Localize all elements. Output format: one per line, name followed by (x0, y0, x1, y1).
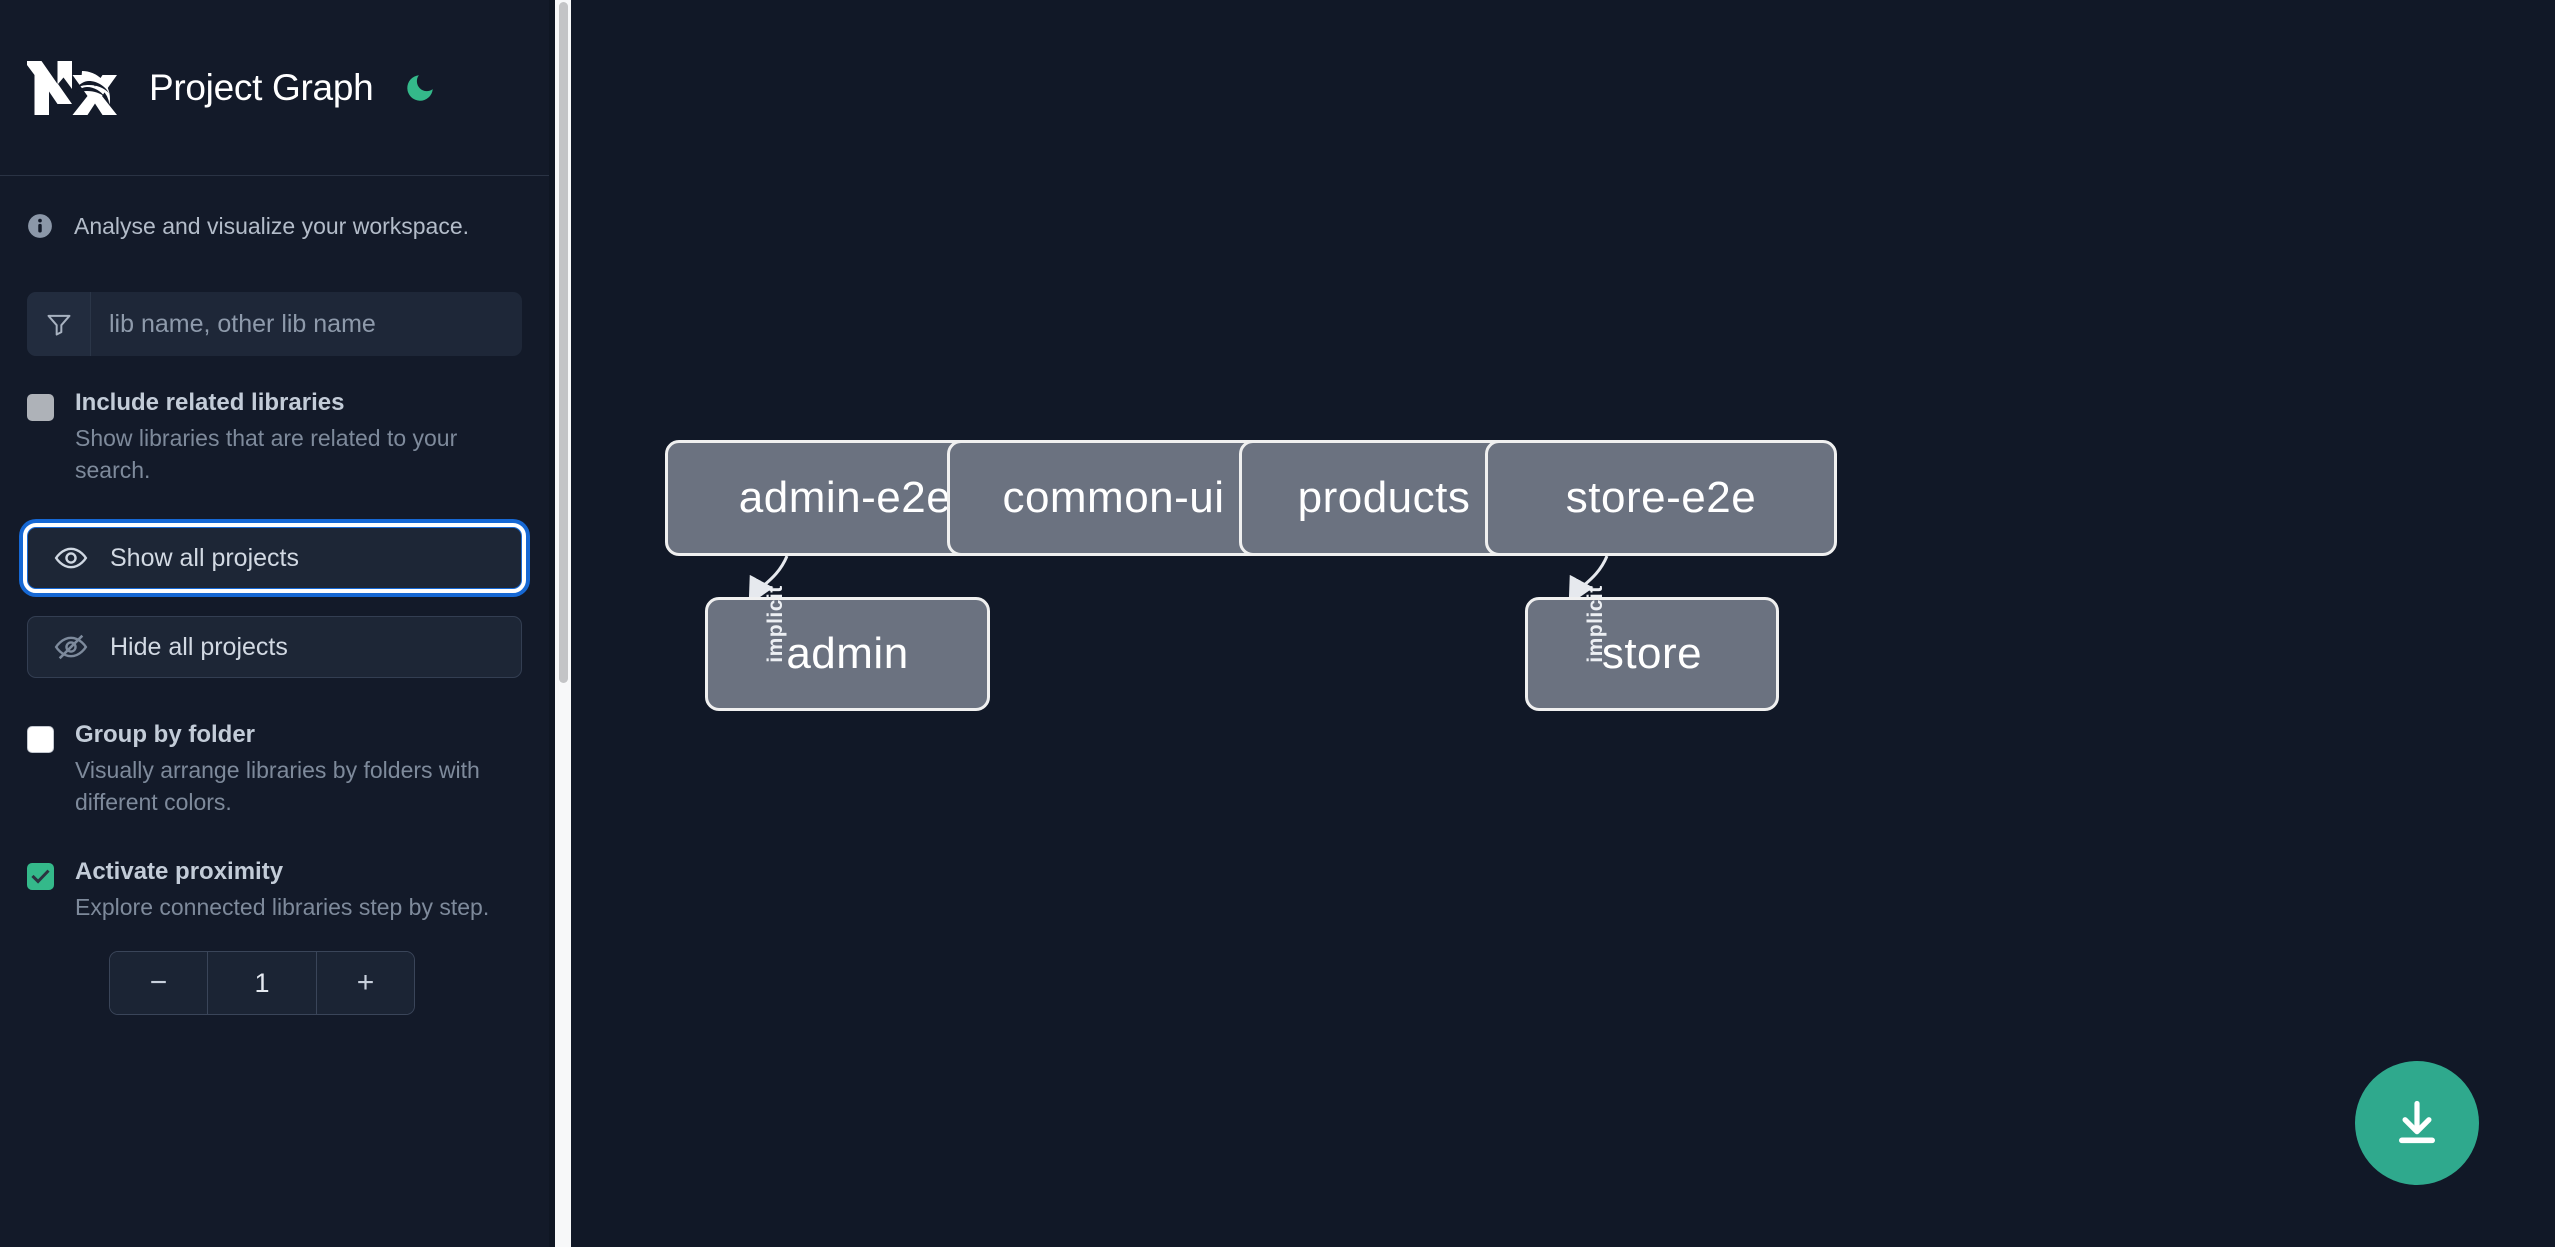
proximity-value: 1 (207, 952, 317, 1015)
include-related-libraries-description: Show libraries that are related to your … (75, 424, 458, 484)
option-activate-proximity: Activate proximity Explore connected lib… (0, 857, 549, 923)
sidebar-scrollbar-thumb[interactable] (559, 2, 568, 683)
edge-admin-e2e-to-admin (748, 555, 789, 605)
search-box[interactable] (27, 292, 522, 356)
activate-proximity-checkbox[interactable] (27, 863, 54, 891)
tagline-row: Analyse and visualize your workspace. (0, 176, 549, 276)
proximity-increment-button[interactable]: + (317, 952, 414, 1015)
proximity-stepper: − 1 + (109, 951, 415, 1016)
moon-icon[interactable] (403, 71, 437, 105)
check-icon (31, 869, 50, 884)
group-by-folder-description: Visually arrange libraries by folders wi… (75, 756, 480, 816)
page-title: Project Graph (149, 66, 374, 108)
edge-label-implicit-admin: implicit (763, 585, 787, 663)
graph-node-common-ui[interactable]: common-ui (947, 440, 1280, 556)
option-group-by-folder: Group by folder Visually arrange librari… (0, 720, 549, 819)
search-input[interactable] (91, 292, 522, 356)
show-all-projects-button[interactable]: Show all projects (23, 523, 526, 594)
edge-label-implicit-store: implicit (1583, 585, 1607, 663)
sidebar: Project Graph Analyse and visualize your… (0, 0, 549, 1247)
visibility-buttons: Show all projects Hide all projects (0, 523, 549, 679)
graph-node-admin[interactable]: admin (705, 597, 990, 711)
proximity-stepper-wrap: − 1 + (0, 951, 549, 1016)
info-icon (28, 214, 52, 238)
activate-proximity-description: Explore connected libraries step by step… (75, 893, 490, 920)
include-related-libraries-label: Include related libraries (75, 389, 345, 416)
graph-canvas[interactable]: admin-e2e common-ui products store-e2e a… (571, 0, 2555, 1247)
search-section (0, 292, 549, 356)
filter-funnel-icon (47, 314, 70, 336)
sidebar-scrollbar-track[interactable] (555, 0, 571, 1247)
graph-node-store-e2e[interactable]: store-e2e (1485, 440, 1837, 556)
include-related-libraries-checkbox[interactable] (27, 394, 54, 421)
eye-off-icon (54, 634, 88, 660)
nx-logo (27, 60, 117, 115)
hide-all-projects-label: Hide all projects (110, 632, 288, 661)
group-by-folder-checkbox[interactable] (27, 726, 54, 754)
tagline-text: Analyse and visualize your workspace. (74, 212, 470, 239)
sidebar-header: Project Graph (0, 0, 549, 176)
filter-funnel-icon-cell[interactable] (27, 292, 91, 356)
graph-node-products[interactable]: products (1239, 440, 1529, 556)
hide-all-projects-button[interactable]: Hide all projects (27, 616, 522, 679)
eye-icon (54, 547, 88, 569)
activate-proximity-label: Activate proximity (75, 858, 284, 886)
graph-node-store[interactable]: store (1525, 597, 1779, 711)
group-by-folder-label: Group by folder (75, 721, 255, 749)
proximity-decrement-button[interactable]: − (110, 952, 207, 1015)
graph-edges (748, 555, 1609, 605)
download-graph-button[interactable] (2355, 1061, 2479, 1185)
show-all-projects-label: Show all projects (110, 543, 299, 572)
download-icon (2399, 1100, 2435, 1144)
option-include-related-libraries: Include related libraries Show libraries… (0, 388, 549, 487)
edge-store-e2e-to-store (1568, 555, 1609, 605)
